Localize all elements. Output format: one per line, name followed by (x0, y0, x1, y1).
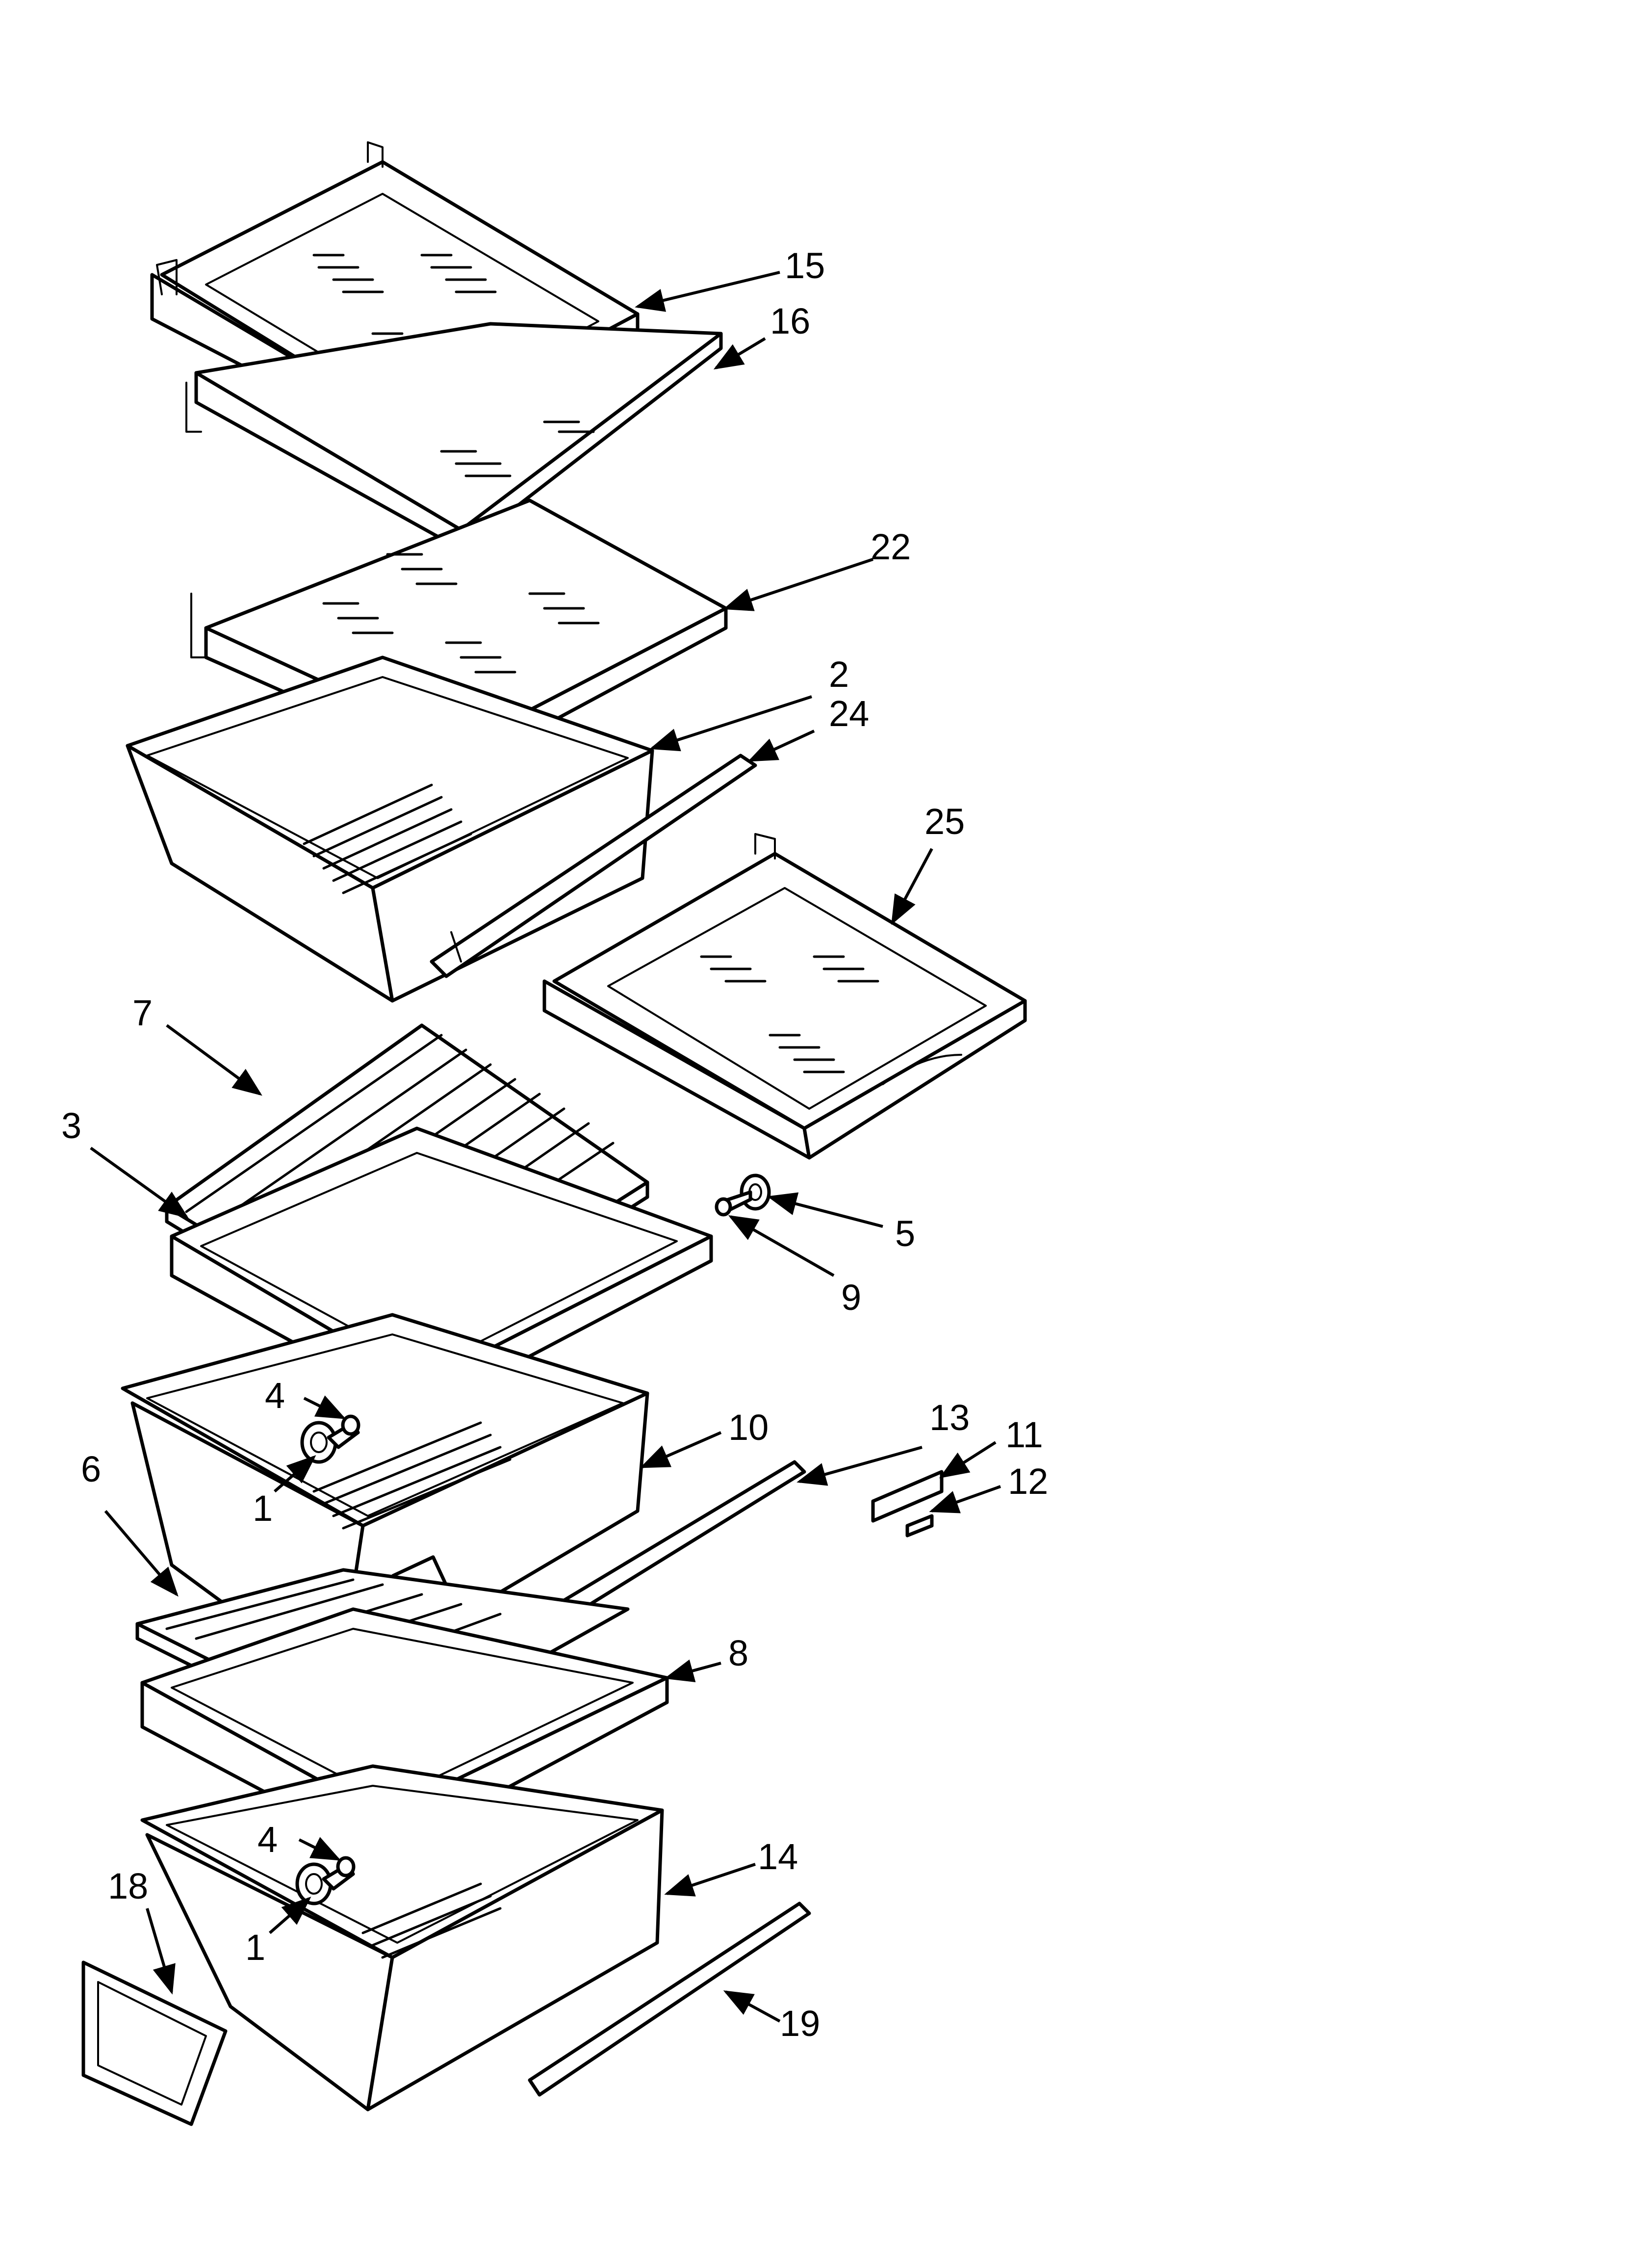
callout-22: 22 (871, 526, 911, 567)
leader-22 (723, 558, 873, 611)
glass-reflection-marks (322, 553, 600, 674)
leader-3 (90, 1147, 189, 1219)
callout-9: 9 (841, 1277, 861, 1318)
leader-19 (723, 1990, 781, 2023)
callout-labels: 15 16 22 2 24 25 7 3 5 9 4 10 13 11 12 6… (61, 245, 1048, 2044)
callout-10: 10 (728, 1407, 769, 1448)
callout-18: 18 (108, 1866, 148, 1906)
crisper-drawer-part-14 (140, 1764, 664, 2112)
label-part-18 (81, 1960, 228, 2126)
leader-14 (664, 1863, 756, 1897)
leader-5 (767, 1192, 883, 1228)
callout-15: 15 (785, 245, 825, 286)
leader-10 (640, 1431, 722, 1468)
bracket-part-11 (871, 1470, 944, 1523)
callout-11: 11 (1005, 1414, 1043, 1455)
roller-part-1-upper (300, 1421, 337, 1464)
leader-11 (939, 1441, 997, 1479)
callout-19: 19 (780, 2003, 820, 2044)
leader-9 (728, 1215, 835, 1277)
leader-1-lower (269, 1897, 311, 1934)
screw-part-9 (715, 1190, 752, 1217)
leader-15 (635, 271, 780, 312)
shelf-part-16 (185, 322, 723, 551)
crisper-drawer-part-2 (126, 655, 654, 1003)
leader-13 (796, 1446, 923, 1486)
leader-4-lower (298, 1837, 341, 1861)
callout-16: 16 (770, 301, 810, 341)
leader-lines (90, 271, 1001, 2023)
leader-7 (166, 1024, 262, 1096)
callout-1-upper: 1 (253, 1488, 273, 1529)
leader-24 (747, 730, 815, 762)
drawer-grille (361, 1882, 502, 1959)
trim-rail-part-24 (430, 754, 757, 978)
callout-1-lower: 1 (245, 1927, 265, 1968)
callout-4-upper: 4 (265, 1375, 285, 1416)
trim-rail-part-19 (528, 1902, 811, 2097)
drawer-grille (312, 1421, 512, 1530)
callout-25: 25 (924, 801, 965, 842)
leader-2 (649, 695, 812, 752)
callout-24: 24 (829, 693, 869, 734)
drawer-grille (303, 783, 472, 894)
leader-6 (104, 1510, 179, 1597)
leader-18 (146, 1908, 176, 1995)
callout-12: 12 (1008, 1461, 1048, 1502)
callout-7: 7 (132, 992, 153, 1033)
shelf-part-25 (542, 833, 1027, 1160)
leader-12 (929, 1485, 1001, 1513)
roller-part-1-lower (295, 1862, 333, 1905)
bolt-part-4-lower (322, 1856, 356, 1891)
callout-13: 13 (929, 1397, 970, 1438)
leader-1-upper (274, 1455, 316, 1493)
callout-3: 3 (61, 1105, 81, 1146)
glass-reflection-marks (700, 955, 879, 1073)
leader-25 (891, 848, 933, 925)
leader-8 (664, 1659, 721, 1682)
glass-reflection-marks (440, 420, 595, 477)
callout-6: 6 (81, 1449, 101, 1489)
callout-14: 14 (758, 1836, 798, 1877)
callout-8: 8 (728, 1633, 748, 1673)
clip-part-12 (905, 1514, 934, 1538)
leader-4-upper (303, 1395, 346, 1419)
callout-5: 5 (895, 1213, 915, 1254)
callout-4-lower: 4 (257, 1819, 278, 1860)
bolt-part-4-upper (327, 1414, 360, 1449)
callout-2: 2 (829, 654, 849, 695)
leader-16 (713, 337, 766, 370)
